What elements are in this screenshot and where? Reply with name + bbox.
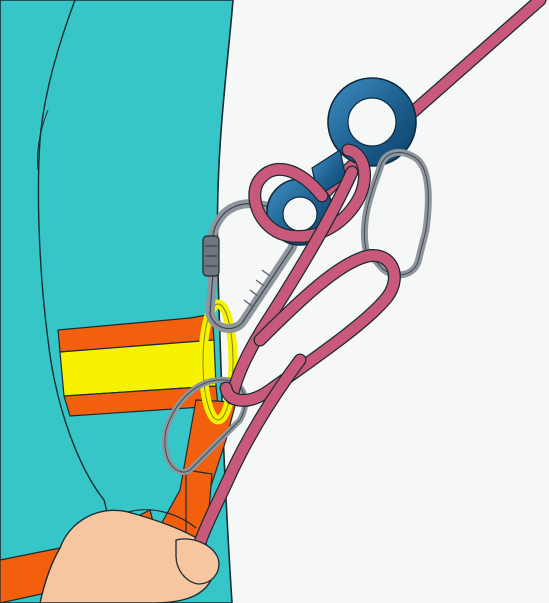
- illustration: [0, 0, 549, 603]
